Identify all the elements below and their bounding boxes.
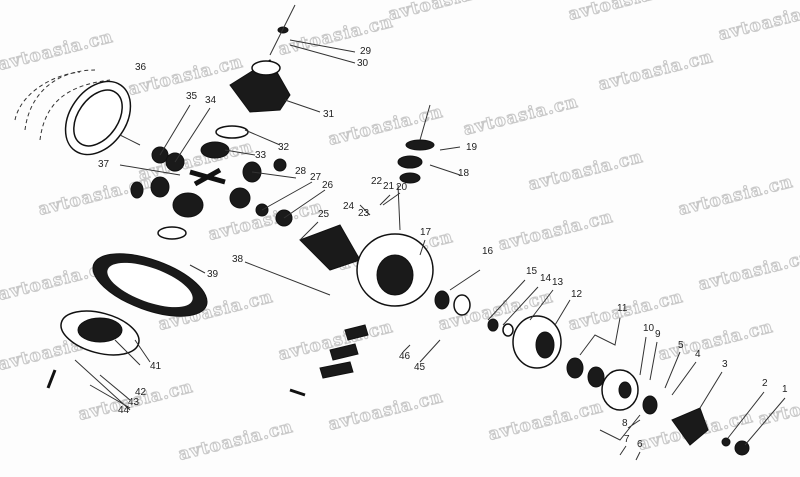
part-label-28: 28 <box>295 166 307 177</box>
gear-small <box>130 181 144 199</box>
part-label-35: 35 <box>186 91 198 102</box>
part-label-15: 15 <box>526 266 538 277</box>
nut-28 <box>273 158 287 172</box>
part-label-33: 33 <box>255 150 267 161</box>
gear-19 <box>405 139 435 151</box>
gear-27 <box>229 187 251 209</box>
part-label-22: 22 <box>371 176 383 187</box>
gear-side <box>150 176 170 198</box>
part-label-23: 23 <box>358 208 370 219</box>
watermark-text: avtoasia.cn <box>656 317 775 365</box>
parts <box>14 4 786 461</box>
part-labels: 1234567891011121314151617181920212223242… <box>98 46 788 450</box>
oring-14 <box>502 323 514 337</box>
part-label-46: 46 <box>399 351 411 362</box>
part-label-2: 2 <box>762 378 768 389</box>
ring-15 <box>487 318 499 332</box>
part-label-18: 18 <box>458 168 470 179</box>
part-label-43: 43 <box>128 397 140 408</box>
part-label-25: 25 <box>318 209 330 220</box>
gear-18 <box>397 155 423 169</box>
watermark-text: avtoasia.cn <box>486 397 605 445</box>
watermark-text: avtoasia.cn <box>461 92 580 140</box>
watermark-text: avtoasia.cn <box>176 417 295 465</box>
bolt-44 <box>46 369 57 389</box>
nut-2 <box>721 437 731 447</box>
watermark-text: avtoasia.cn <box>596 47 715 95</box>
part-label-20: 20 <box>396 182 408 193</box>
gear-20 <box>399 172 421 184</box>
bearing-16a <box>434 290 450 310</box>
flange-10-bore <box>618 381 632 399</box>
gear-diff <box>172 192 204 218</box>
cover-3 <box>671 407 709 446</box>
watermark-text: avtoasia.cn <box>716 0 800 45</box>
watermark-text: avtoasia.cn <box>386 0 505 25</box>
bearing-16b <box>453 294 471 316</box>
part-label-32: 32 <box>278 142 290 153</box>
part-label-5: 5 <box>678 340 684 351</box>
part-label-29: 29 <box>360 46 372 57</box>
part-label-36: 36 <box>135 62 147 73</box>
part-label-11: 11 <box>617 303 628 314</box>
housing-12-bore <box>535 331 555 359</box>
part-label-31: 31 <box>323 109 335 120</box>
watermark-text: avtoasia.cn <box>676 172 795 220</box>
part-label-42: 42 <box>135 387 147 398</box>
part-label-14: 14 <box>540 273 552 284</box>
spider-37 <box>189 167 226 187</box>
part-label-39: 39 <box>207 269 219 280</box>
gear-hub <box>251 60 281 76</box>
washer-32 <box>215 125 249 139</box>
gear-33 <box>200 141 230 159</box>
part-label-41: 41 <box>150 361 162 372</box>
yoke-25 <box>299 224 361 271</box>
part-label-45: 45 <box>414 362 426 373</box>
watermark-text: avtoasia.cn <box>566 0 685 25</box>
ring-gear-bore <box>107 262 193 308</box>
gasket-inner <box>73 89 123 147</box>
shims <box>319 324 369 379</box>
washer-lower <box>157 226 187 240</box>
part-label-38: 38 <box>232 254 244 265</box>
watermark-text: avtoasia.cn <box>0 27 115 75</box>
diff-case-core <box>77 317 123 343</box>
part-label-37: 37 <box>98 159 110 170</box>
watermark-text: avtoasia.cn <box>326 387 445 435</box>
watermark-text: avtoasia.cn <box>526 147 645 195</box>
part-label-21: 21 <box>383 181 395 192</box>
part-label-19: 19 <box>466 142 478 153</box>
part-label-30: 30 <box>357 58 369 69</box>
part-label-7: 7 <box>624 434 630 445</box>
part-label-26: 26 <box>322 180 334 191</box>
part-label-1: 1 <box>782 384 788 395</box>
seal-8 <box>642 395 658 415</box>
watermarks: avtoasia.cnavtoasia.cnavtoasia.cnavtoasi… <box>0 0 800 465</box>
part-label-13: 13 <box>552 277 564 288</box>
part-label-10: 10 <box>643 323 655 334</box>
part-label-9: 9 <box>655 329 661 340</box>
bearing-11b <box>587 366 605 388</box>
part-label-3: 3 <box>722 359 728 370</box>
part-label-34: 34 <box>205 95 217 106</box>
part-label-8: 8 <box>622 418 628 429</box>
bolt <box>289 388 306 397</box>
carrier-bore <box>376 254 414 296</box>
watermark-text: avtoasia.cn <box>496 207 615 255</box>
part-label-4: 4 <box>695 349 701 360</box>
housing-outline <box>14 69 111 141</box>
part-label-27: 27 <box>310 172 322 183</box>
part-label-44: 44 <box>118 405 130 416</box>
part-label-17: 17 <box>420 227 432 238</box>
watermark-text: avtoasia.cn <box>276 12 395 60</box>
part-label-16: 16 <box>482 246 494 257</box>
part-label-24: 24 <box>343 201 355 212</box>
part-label-6: 6 <box>637 439 643 450</box>
watermark-text: avtoasia.cn <box>696 247 800 295</box>
part-label-12: 12 <box>571 289 583 300</box>
bearing-11a <box>566 357 584 379</box>
